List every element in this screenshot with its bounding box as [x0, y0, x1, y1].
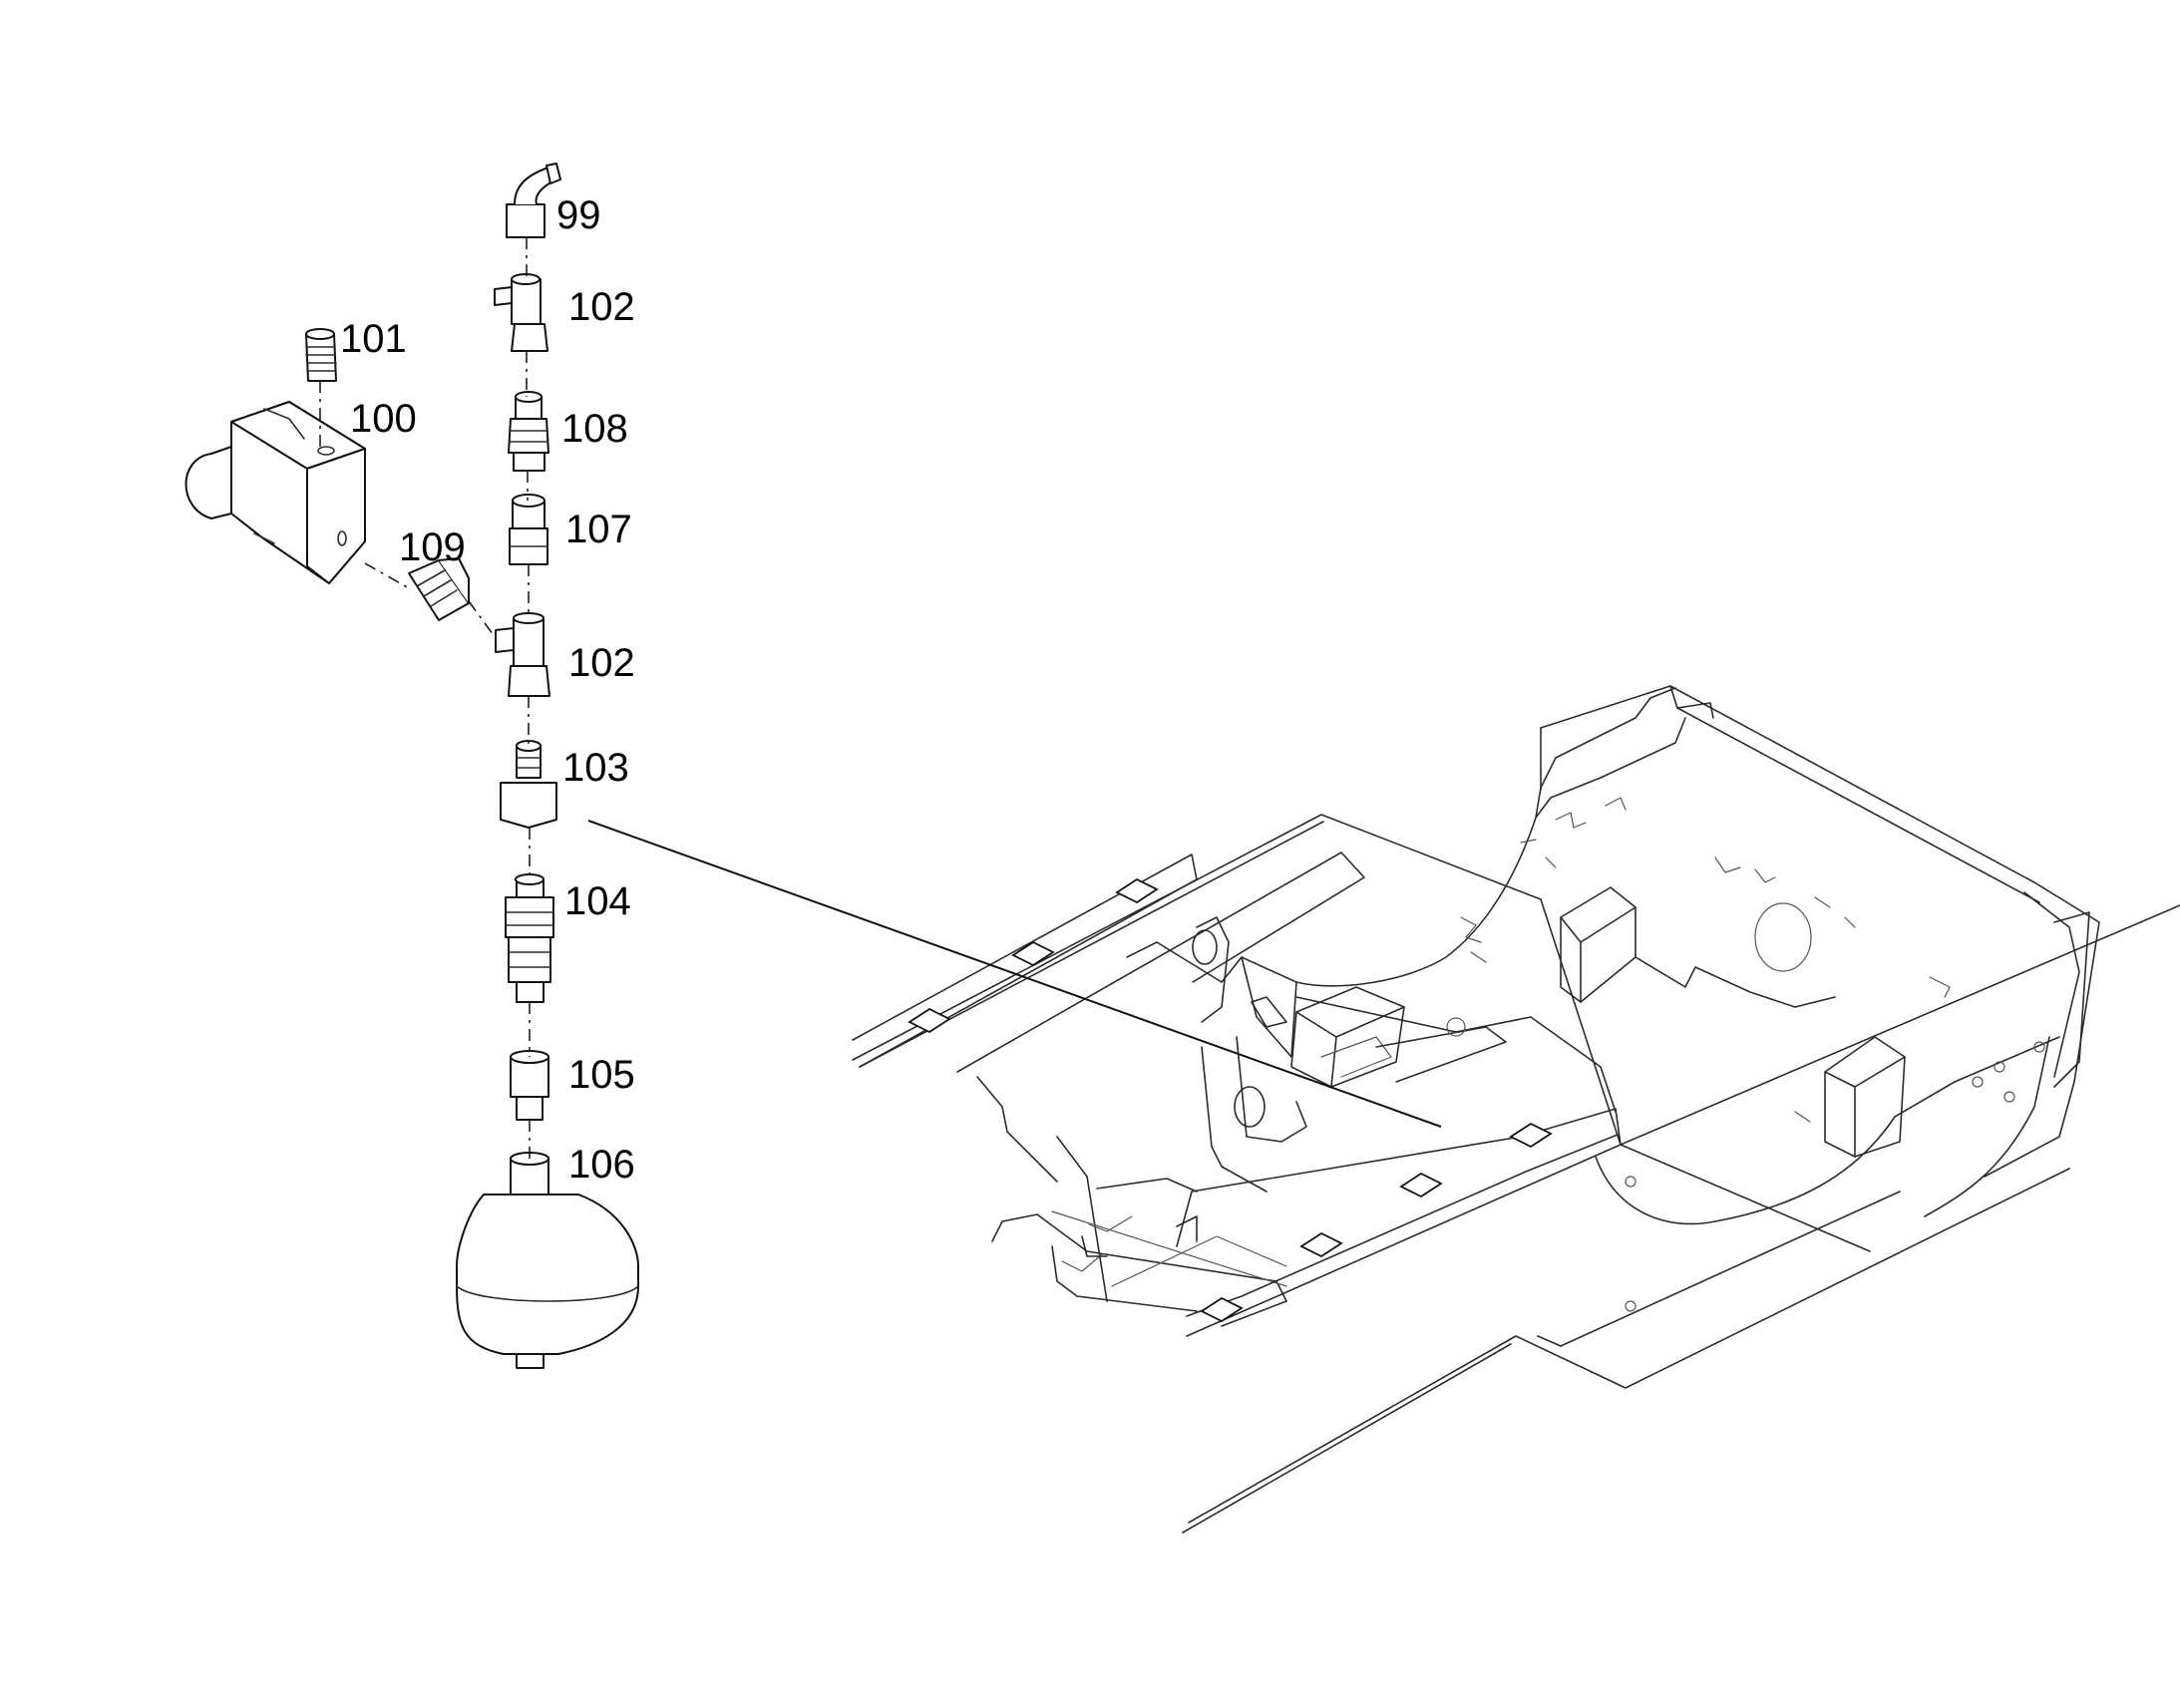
fitting-103 [500, 740, 557, 829]
callout-109: 109 [399, 525, 466, 569]
callout-105: 105 [568, 1053, 635, 1097]
coupling-104 [505, 873, 554, 1003]
fitting-108 [508, 391, 549, 472]
callout-103: 103 [562, 746, 629, 790]
callout-101: 101 [340, 317, 407, 361]
callout-106: 106 [568, 1143, 635, 1187]
tee-102-top [494, 273, 548, 352]
callout-102: 102 [568, 641, 635, 685]
adapter-107 [509, 494, 548, 565]
valve-block [184, 401, 366, 584]
fitting-101 [305, 328, 337, 382]
callout-104: 104 [564, 879, 631, 923]
callout-102: 102 [568, 285, 635, 329]
frame-pads [908, 877, 1553, 1323]
callout-108: 108 [561, 407, 628, 451]
callout-100: 100 [350, 397, 417, 441]
callout-99: 99 [556, 193, 601, 237]
accumulator-106 [456, 1152, 639, 1369]
fitting-109 [408, 557, 470, 621]
tee-102-middle [495, 612, 550, 697]
machine-frame [852, 685, 2180, 1534]
elbow-99 [506, 163, 561, 238]
assembly-lines [319, 237, 1442, 1159]
callout-107: 107 [565, 508, 632, 551]
adapter-105 [510, 1050, 549, 1121]
